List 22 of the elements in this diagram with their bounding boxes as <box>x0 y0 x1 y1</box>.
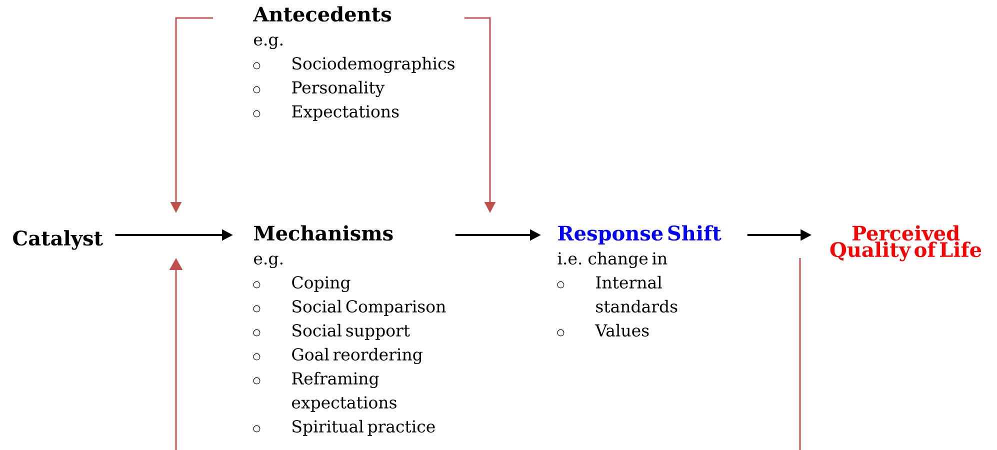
list-item: Spiritual practice <box>292 420 435 436</box>
list-item: Social Comparison <box>292 300 446 316</box>
list-item: Sociodemographics <box>292 56 454 74</box>
heading: Response Shift <box>558 225 722 245</box>
intro-text: e.g. <box>254 36 282 50</box>
text-block <box>557 225 722 337</box>
heading: Perceived Quality of Life <box>830 225 982 262</box>
text-block <box>253 225 446 436</box>
list-item: Expectations <box>292 105 399 121</box>
list-item: Coping <box>292 276 350 292</box>
intro-text: e.g. <box>254 256 282 268</box>
heading: Antecedents <box>253 6 392 22</box>
list-item: Social support <box>292 324 410 340</box>
text-block <box>253 6 454 121</box>
list-item: Personality <box>292 80 385 98</box>
heading: Catalyst <box>13 230 103 250</box>
list-item: Reframing expectations <box>292 372 396 412</box>
list-item: Goal reordering <box>292 348 422 364</box>
list-item: Values <box>595 324 649 337</box>
heading: Mechanisms <box>254 225 393 241</box>
list-item: Internal standards <box>596 276 678 313</box>
intro-text: i.e. change in <box>558 252 668 268</box>
